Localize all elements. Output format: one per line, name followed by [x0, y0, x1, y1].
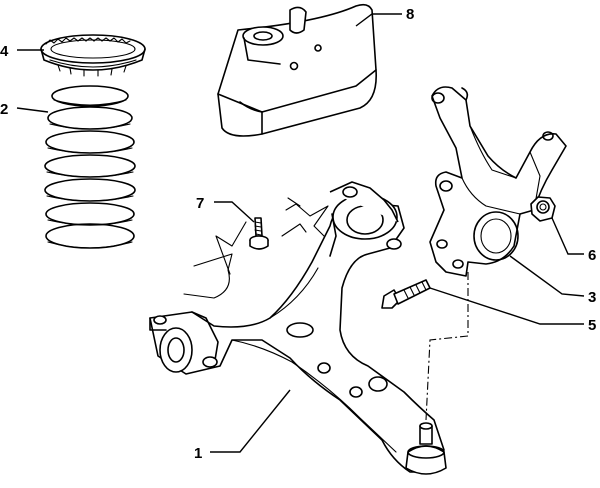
callout-5: 5 [588, 317, 596, 334]
callout-1: 1 [194, 445, 202, 462]
part-8-bracket [217, 3, 377, 137]
assembly-axis [425, 272, 469, 421]
part-4-spring-seat [40, 34, 146, 77]
part-5-long-bolt [381, 279, 431, 309]
callout-3: 3 [588, 289, 596, 306]
part-1-control-arm [149, 181, 447, 475]
callout-2: 2 [0, 101, 8, 118]
part-6-nut [530, 196, 556, 222]
detail-burst [183, 197, 329, 299]
part-2-coil-spring [44, 85, 136, 249]
callout-6: 6 [588, 247, 596, 264]
callout-7: 7 [196, 195, 204, 212]
callout-labels: 4 2 8 7 6 3 5 1 [0, 6, 596, 462]
leader-lines [16, 13, 585, 453]
callout-4: 4 [0, 43, 9, 60]
part-3-steering-knuckle [429, 86, 567, 277]
part-7-small-bolt [249, 217, 269, 250]
callout-8: 8 [406, 6, 414, 23]
